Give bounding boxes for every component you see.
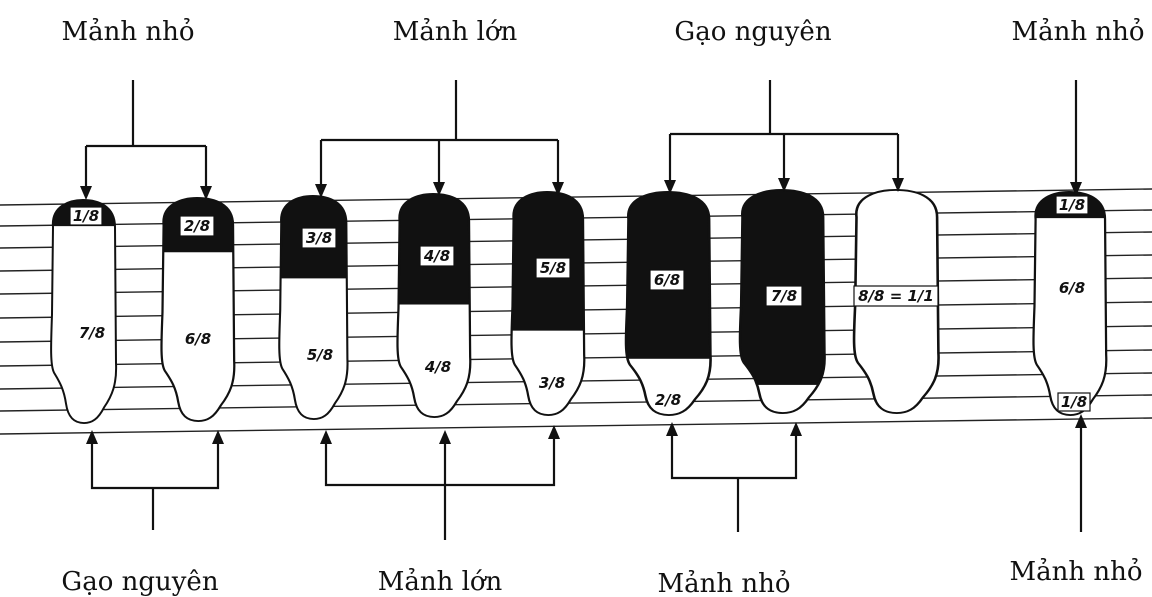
grain-1-dark-label: 1/8 bbox=[73, 207, 99, 225]
grain-3-dark-label: 3/8 bbox=[306, 229, 332, 247]
top-label-1: Mảnh nhỏ bbox=[61, 17, 194, 47]
connectors bbox=[84, 80, 1083, 540]
grain-7-dark-label: 7/8 bbox=[771, 287, 797, 305]
grain-2-dark-label: 2/8 bbox=[184, 217, 210, 235]
bottom-label-4: Mảnh nhỏ bbox=[1009, 557, 1142, 587]
grain-9-dark-label: 1/8 bbox=[1059, 196, 1085, 214]
grain-1 bbox=[50, 198, 118, 425]
grain-8-light-label: 8/8 = 1/1 bbox=[858, 287, 934, 305]
bottom-label-3: Mảnh nhỏ bbox=[657, 569, 790, 597]
bottom-label-1: Gạo nguyên bbox=[61, 567, 218, 597]
bottom-label-2: Mảnh lớn bbox=[378, 567, 503, 597]
grain-9 bbox=[1032, 190, 1108, 417]
grain-4-dark-label: 4/8 bbox=[423, 247, 450, 265]
grain-1-light-label: 7/8 bbox=[79, 324, 105, 342]
top-labels: Mảnh nhỏ Mảnh lớn Gạo nguyên Mảnh nhỏ bbox=[61, 17, 1144, 47]
fraction-labels: 1/8 7/8 2/8 6/8 3/8 5/8 4/8 4/8 5/8 3/8 … bbox=[69, 195, 1091, 412]
top-label-3: Gạo nguyên bbox=[674, 17, 831, 47]
grain-3-light-label: 5/8 bbox=[307, 346, 333, 364]
grain-9-light-label: 6/8 bbox=[1059, 279, 1085, 297]
grain-6 bbox=[624, 190, 712, 417]
grain-6-light-label: 2/8 bbox=[655, 391, 681, 409]
grain-5-light-label: 3/8 bbox=[539, 374, 565, 392]
grain-6-dark-label: 6/8 bbox=[654, 271, 680, 289]
grain-2-light-label: 6/8 bbox=[185, 330, 211, 348]
grain-4-light-label: 4/8 bbox=[424, 358, 451, 376]
top-label-2: Mảnh lớn bbox=[393, 17, 518, 47]
top-label-4: Mảnh nhỏ bbox=[1011, 17, 1144, 47]
grain-5-dark-label: 5/8 bbox=[540, 259, 566, 277]
arrowheads bbox=[80, 178, 1087, 444]
bottom-labels: Gạo nguyên Mảnh lớn Mảnh nhỏ Mảnh nhỏ bbox=[61, 557, 1142, 597]
grain-9-bottom-label: 1/8 bbox=[1061, 393, 1087, 411]
